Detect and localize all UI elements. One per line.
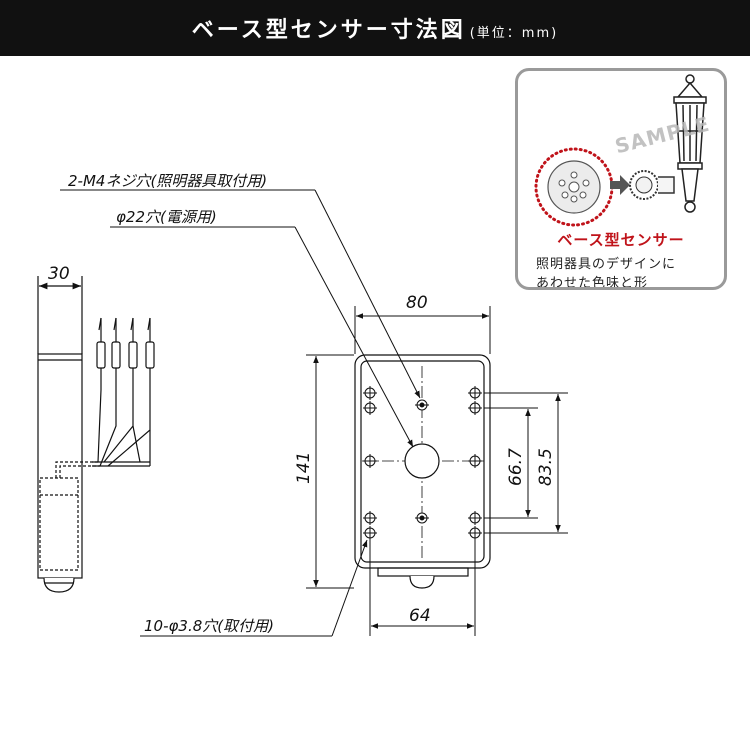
m4-hole bbox=[415, 399, 429, 411]
side-lens-dome bbox=[43, 577, 75, 593]
mount-hole bbox=[468, 454, 482, 468]
power-hole bbox=[404, 443, 440, 479]
inset-description-line2: あわせた色味と形 bbox=[536, 276, 649, 290]
m4-holes bbox=[415, 399, 429, 524]
lamp-sensor-base bbox=[629, 170, 659, 200]
mount-hole bbox=[468, 401, 482, 415]
unit-label: (単位：mm) bbox=[469, 25, 559, 41]
mount-holes-callout: 10-φ3.8穴(取付用) bbox=[144, 617, 274, 635]
front-height-dim: 141 bbox=[294, 452, 314, 484]
outer-spacing-dim: 83.5 bbox=[536, 448, 556, 486]
front-lens-bottom bbox=[409, 575, 435, 589]
front-view bbox=[354, 354, 491, 589]
lantern-lamp-icon bbox=[673, 74, 707, 213]
front-width-dim: 80 bbox=[406, 293, 428, 313]
front-plate-inner bbox=[360, 360, 485, 563]
callout-leaders bbox=[60, 189, 421, 637]
side-width-dim: 30 bbox=[48, 264, 70, 284]
inset-caption: ベース型センサー bbox=[557, 231, 685, 249]
front-dimensions bbox=[306, 306, 568, 636]
inset-description-line1: 照明器具のデザインに bbox=[536, 257, 677, 272]
arrow-icon bbox=[610, 175, 630, 195]
mount-hole bbox=[363, 386, 377, 400]
mount-hole bbox=[363, 454, 377, 468]
mount-leader bbox=[331, 539, 368, 637]
inset-illustration bbox=[534, 74, 707, 227]
power-hole-callout: φ22穴(電源用) bbox=[116, 208, 217, 226]
m4-leader bbox=[314, 189, 421, 399]
side-lens-body bbox=[39, 477, 79, 571]
page-title: ベース型センサー寸法図 bbox=[191, 18, 466, 43]
mount-hole bbox=[468, 526, 482, 540]
power-leader bbox=[294, 226, 414, 448]
title-bar: ベース型センサー寸法図 (単位：mm) bbox=[0, 0, 750, 56]
bottom-width-dim: 64 bbox=[409, 606, 431, 626]
side-view bbox=[37, 276, 155, 593]
sensor-disc bbox=[547, 160, 601, 214]
sample-inset: SAMPLE ベース型センサー 照明器具のデザインに あわせた色味と形 bbox=[515, 68, 727, 290]
mount-hole bbox=[468, 386, 482, 400]
mount-hole bbox=[363, 401, 377, 415]
m4-holes-callout: 2-M4ネジ穴(照明器具取付用) bbox=[68, 172, 267, 190]
mount-hole bbox=[468, 511, 482, 525]
mount-holes bbox=[363, 386, 482, 540]
side-wire-connectors bbox=[96, 317, 155, 369]
inner-spacing-dim: 66.7 bbox=[506, 448, 526, 486]
side-wires bbox=[92, 368, 151, 467]
m4-hole bbox=[415, 512, 429, 524]
mount-hole bbox=[363, 526, 377, 540]
mount-hole bbox=[363, 511, 377, 525]
